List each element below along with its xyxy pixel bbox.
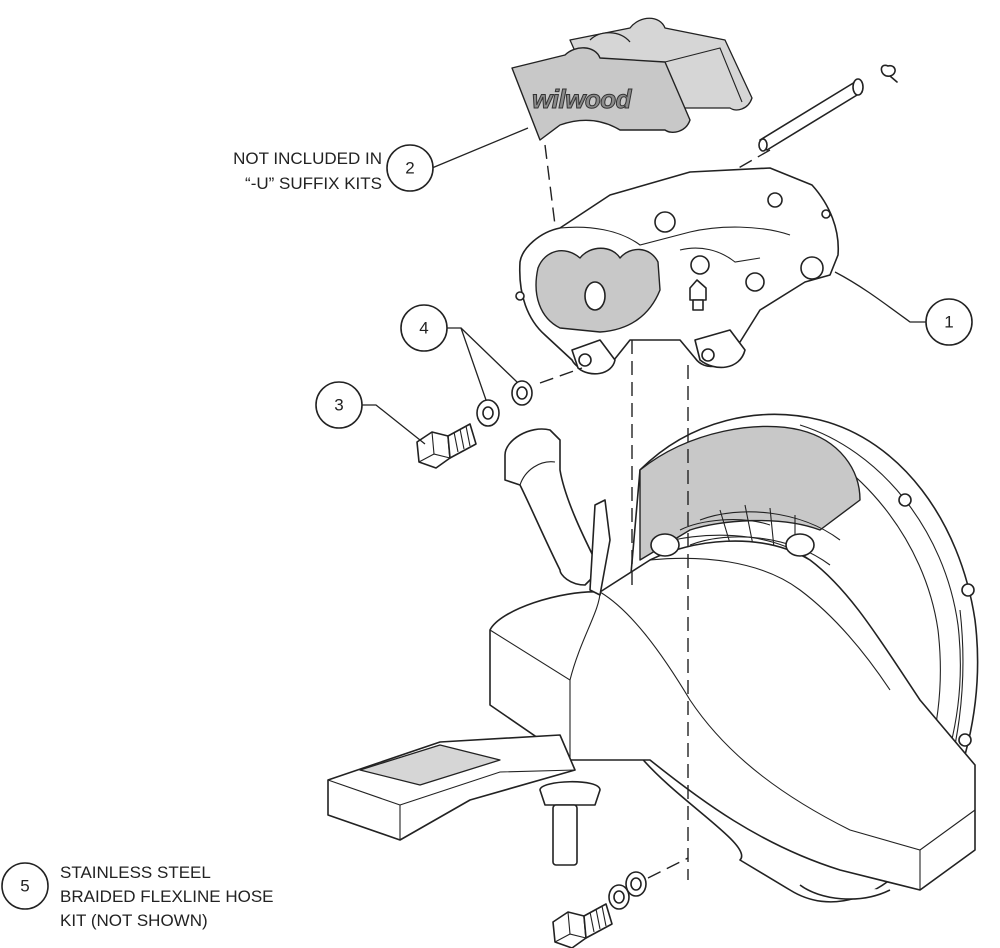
pad-brand-logo: wilwood	[532, 84, 633, 114]
callout-5-number: 5	[20, 877, 29, 896]
pad-retaining-pin	[758, 78, 864, 152]
pin-clip	[880, 64, 898, 83]
steering-arm	[504, 428, 611, 596]
hose-note-line2: BRAIDED FLEXLINE HOSE	[60, 887, 274, 906]
callout-3: 3	[315, 381, 363, 429]
brake-pads: wilwood	[511, 17, 753, 141]
outer-pad	[511, 47, 691, 141]
lower-washers	[608, 871, 647, 910]
pads-note-line1: NOT INCLUDED IN	[233, 149, 382, 168]
callout-2: 2	[386, 144, 434, 192]
callout-2-number: 2	[405, 159, 414, 178]
hose-note: STAINLESS STEEL BRAIDED FLEXLINE HOSE KI…	[60, 863, 274, 930]
callout-3-number: 3	[334, 396, 343, 415]
caliper	[515, 167, 840, 375]
rotor-friction-face	[639, 425, 861, 561]
mounting-bolt-upper	[416, 423, 477, 469]
spindle-knuckle	[489, 519, 976, 891]
mounting-bolt-lower	[552, 903, 613, 948]
upper-washers	[476, 380, 533, 427]
pads-note: NOT INCLUDED IN “-U” SUFFIX KITS	[233, 149, 382, 193]
pads-note-line2: “-U” SUFFIX KITS	[245, 174, 382, 193]
callout-1: 1	[925, 298, 973, 346]
hose-note-line1: STAINLESS STEEL	[60, 863, 211, 882]
callout-1-number: 1	[944, 313, 953, 332]
callout-4-number: 4	[419, 319, 428, 338]
callout-5: 5	[1, 862, 49, 910]
lower-control-arm	[327, 734, 601, 866]
assembly-lines	[539, 144, 771, 880]
hose-note-line3: KIT (NOT SHOWN)	[60, 911, 208, 930]
callout-4: 4	[400, 304, 448, 352]
